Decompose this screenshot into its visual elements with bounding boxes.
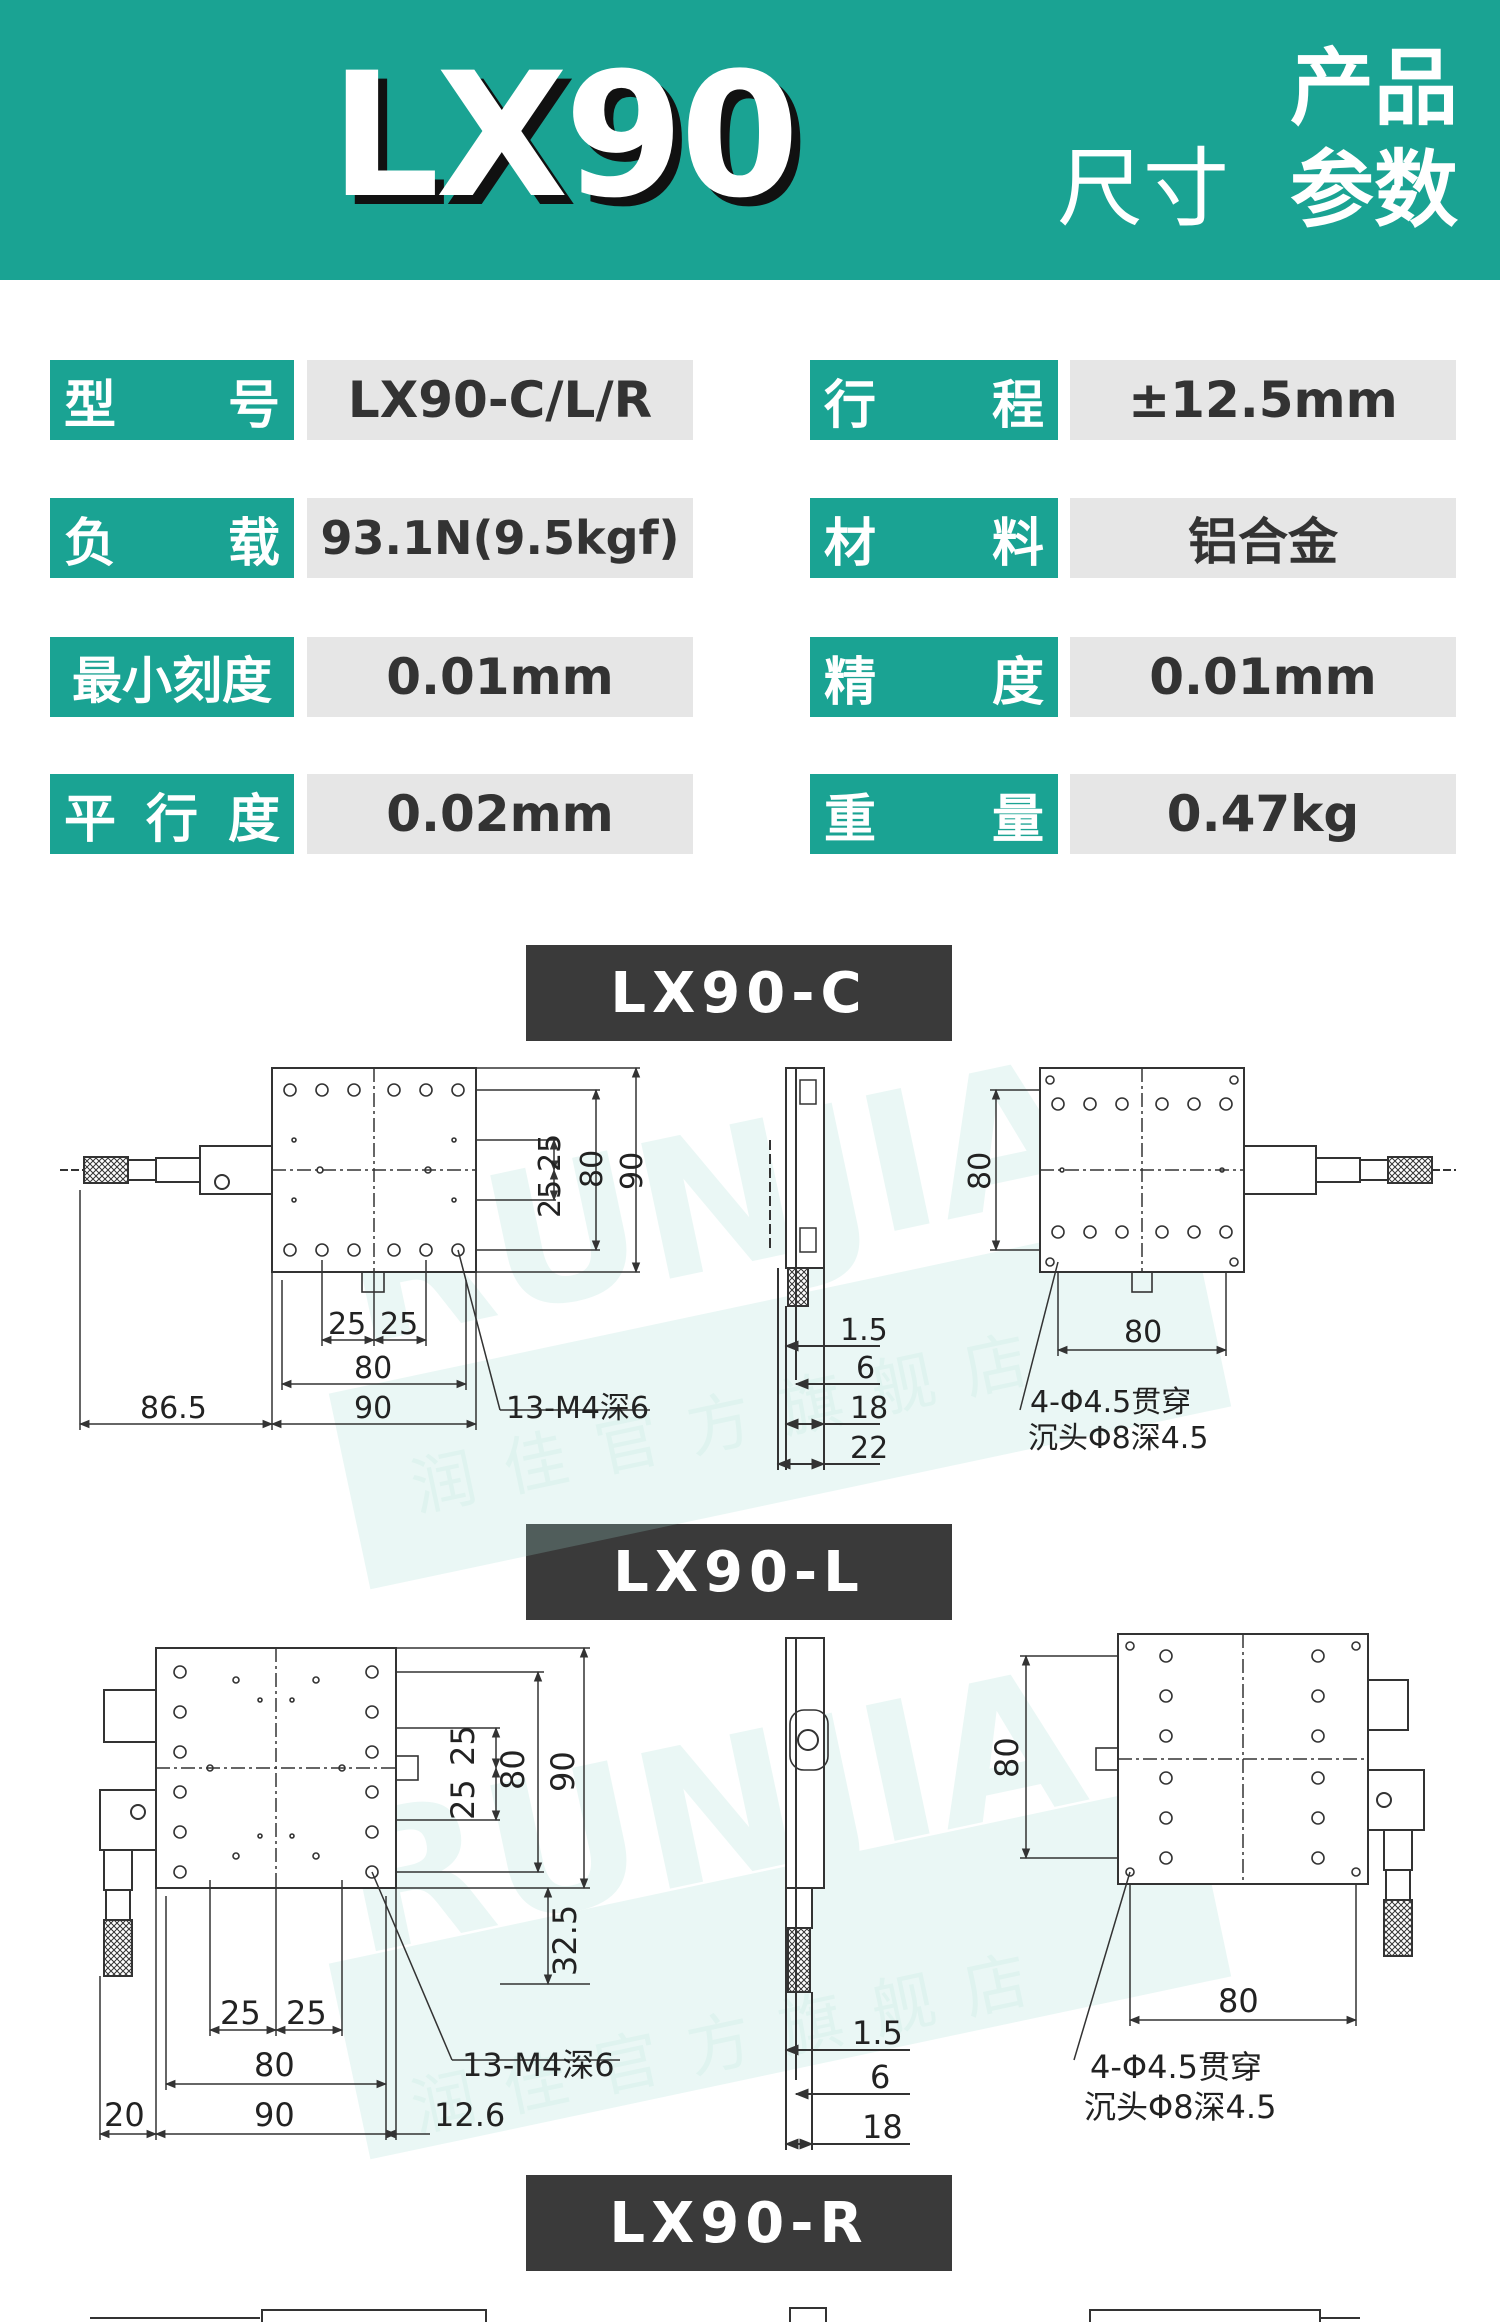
l-dim-25-upper: 25 <box>444 1725 482 1766</box>
c-hole-note: 13-M4深6 <box>506 1391 649 1426</box>
drawing-lx90-r-partial <box>90 2307 1360 2322</box>
l-dim-1-5: 1.5 <box>852 2014 903 2052</box>
section-title-lx90-r: LX90-R <box>526 2175 952 2271</box>
c-dim-22: 22 <box>850 1431 888 1466</box>
c-dim-90-horizontal: 90 <box>354 1391 392 1426</box>
drawing-lx90-c <box>60 1066 1456 1470</box>
header-banner: LX90 尺寸 产品 参数 <box>0 0 1500 280</box>
drawing-lx90-l <box>98 1633 1425 2150</box>
l-top-view <box>99 1647 419 1977</box>
c-dim-80-vertical: 80 <box>575 1150 610 1188</box>
spec-value-weight: 0.47kg <box>1070 774 1456 854</box>
spec-value-model: LX90-C/L/R <box>307 360 693 440</box>
spec-label-weight: 重量 <box>810 774 1058 854</box>
c-dim-25-lower: 25 <box>533 1180 568 1218</box>
l-bottom-view <box>1020 1633 1425 2061</box>
spec-value-travel: ±12.5mm <box>1070 360 1456 440</box>
l-dim-20: 20 <box>104 2096 145 2134</box>
l-dim-12-6: 12.6 <box>434 2096 505 2134</box>
c-side-view <box>769 1067 880 1470</box>
c-dim-18: 18 <box>850 1391 888 1426</box>
spec-value-min-graduation: 0.01mm <box>307 637 693 717</box>
c-dim-25-upper: 25 <box>533 1134 568 1172</box>
spec-label-accuracy: 精度 <box>810 637 1058 717</box>
model-title: LX90 <box>330 35 800 236</box>
section-title-lx90-l: LX90-L <box>526 1524 952 1620</box>
l-counterbore-note: 沉头Φ8深4.5 <box>1084 2088 1276 2126</box>
l-top-dimensions <box>98 1646 620 2140</box>
spec-label-model: 型号 <box>50 360 294 440</box>
spec-value-parallelism: 0.02mm <box>307 774 693 854</box>
l-dim-32-5: 32.5 <box>546 1905 584 1976</box>
l-dim-80-horizontal: 80 <box>254 2046 295 2084</box>
spec-label-load: 负载 <box>50 498 294 578</box>
spec-label-material: 材料 <box>810 498 1058 578</box>
c-dim-1-5: 1.5 <box>840 1313 888 1348</box>
l-dim-90-vertical: 90 <box>544 1751 582 1792</box>
l-bottom-dim-80-vertical: 80 <box>988 1737 1026 1778</box>
l-dim-6: 6 <box>870 2058 890 2096</box>
l-dim-90-horizontal: 90 <box>254 2096 295 2134</box>
c-counterbore-note: 沉头Φ8深4.5 <box>1028 1421 1208 1456</box>
l-dim-25-lower: 25 <box>444 1779 482 1820</box>
l-side-view <box>784 1637 910 2150</box>
l-bottom-dim-80-horizontal: 80 <box>1218 1982 1259 2020</box>
section-title-lx90-c: LX90-C <box>526 945 952 1041</box>
spec-value-material: 铝合金 <box>1070 498 1456 578</box>
c-top-dimensions <box>78 1066 650 1430</box>
c-bottom-view <box>990 1067 1456 1411</box>
l-dim-25-right: 25 <box>286 1994 327 2032</box>
l-hole-note: 13-M4深6 <box>462 2046 615 2084</box>
c-dim-90-vertical: 90 <box>615 1152 650 1190</box>
c-dim-86-5: 86.5 <box>140 1391 207 1426</box>
l-dim-25-left: 25 <box>220 1994 261 2032</box>
c-dim-25-right: 25 <box>380 1307 418 1342</box>
c-dim-80-horizontal: 80 <box>354 1351 392 1386</box>
l-dim-80-vertical: 80 <box>494 1749 532 1790</box>
header-subtitle-dimensions: 尺寸 <box>1057 139 1229 239</box>
header-subtitle-product: 产品 <box>1290 39 1459 137</box>
l-dim-18: 18 <box>862 2108 903 2146</box>
c-bottom-dim-80-horizontal: 80 <box>1124 1315 1162 1350</box>
c-dim-6: 6 <box>856 1351 875 1386</box>
c-dim-25-left: 25 <box>328 1307 366 1342</box>
spec-label-travel: 行程 <box>810 360 1058 440</box>
header-subtitle-parameters: 参数 <box>1290 141 1459 239</box>
spec-value-load: 93.1N(9.5kgf) <box>307 498 693 578</box>
l-thru-hole-note: 4-Φ4.5贯穿 <box>1090 2048 1262 2086</box>
spec-label-parallelism: 平行度 <box>50 774 294 854</box>
spec-value-accuracy: 0.01mm <box>1070 637 1456 717</box>
c-top-view <box>60 1067 477 1293</box>
spec-label-min-graduation: 最小刻度 <box>50 637 294 717</box>
c-bottom-dim-80-vertical: 80 <box>963 1152 998 1190</box>
c-thru-hole-note: 4-Φ4.5贯穿 <box>1030 1385 1191 1420</box>
